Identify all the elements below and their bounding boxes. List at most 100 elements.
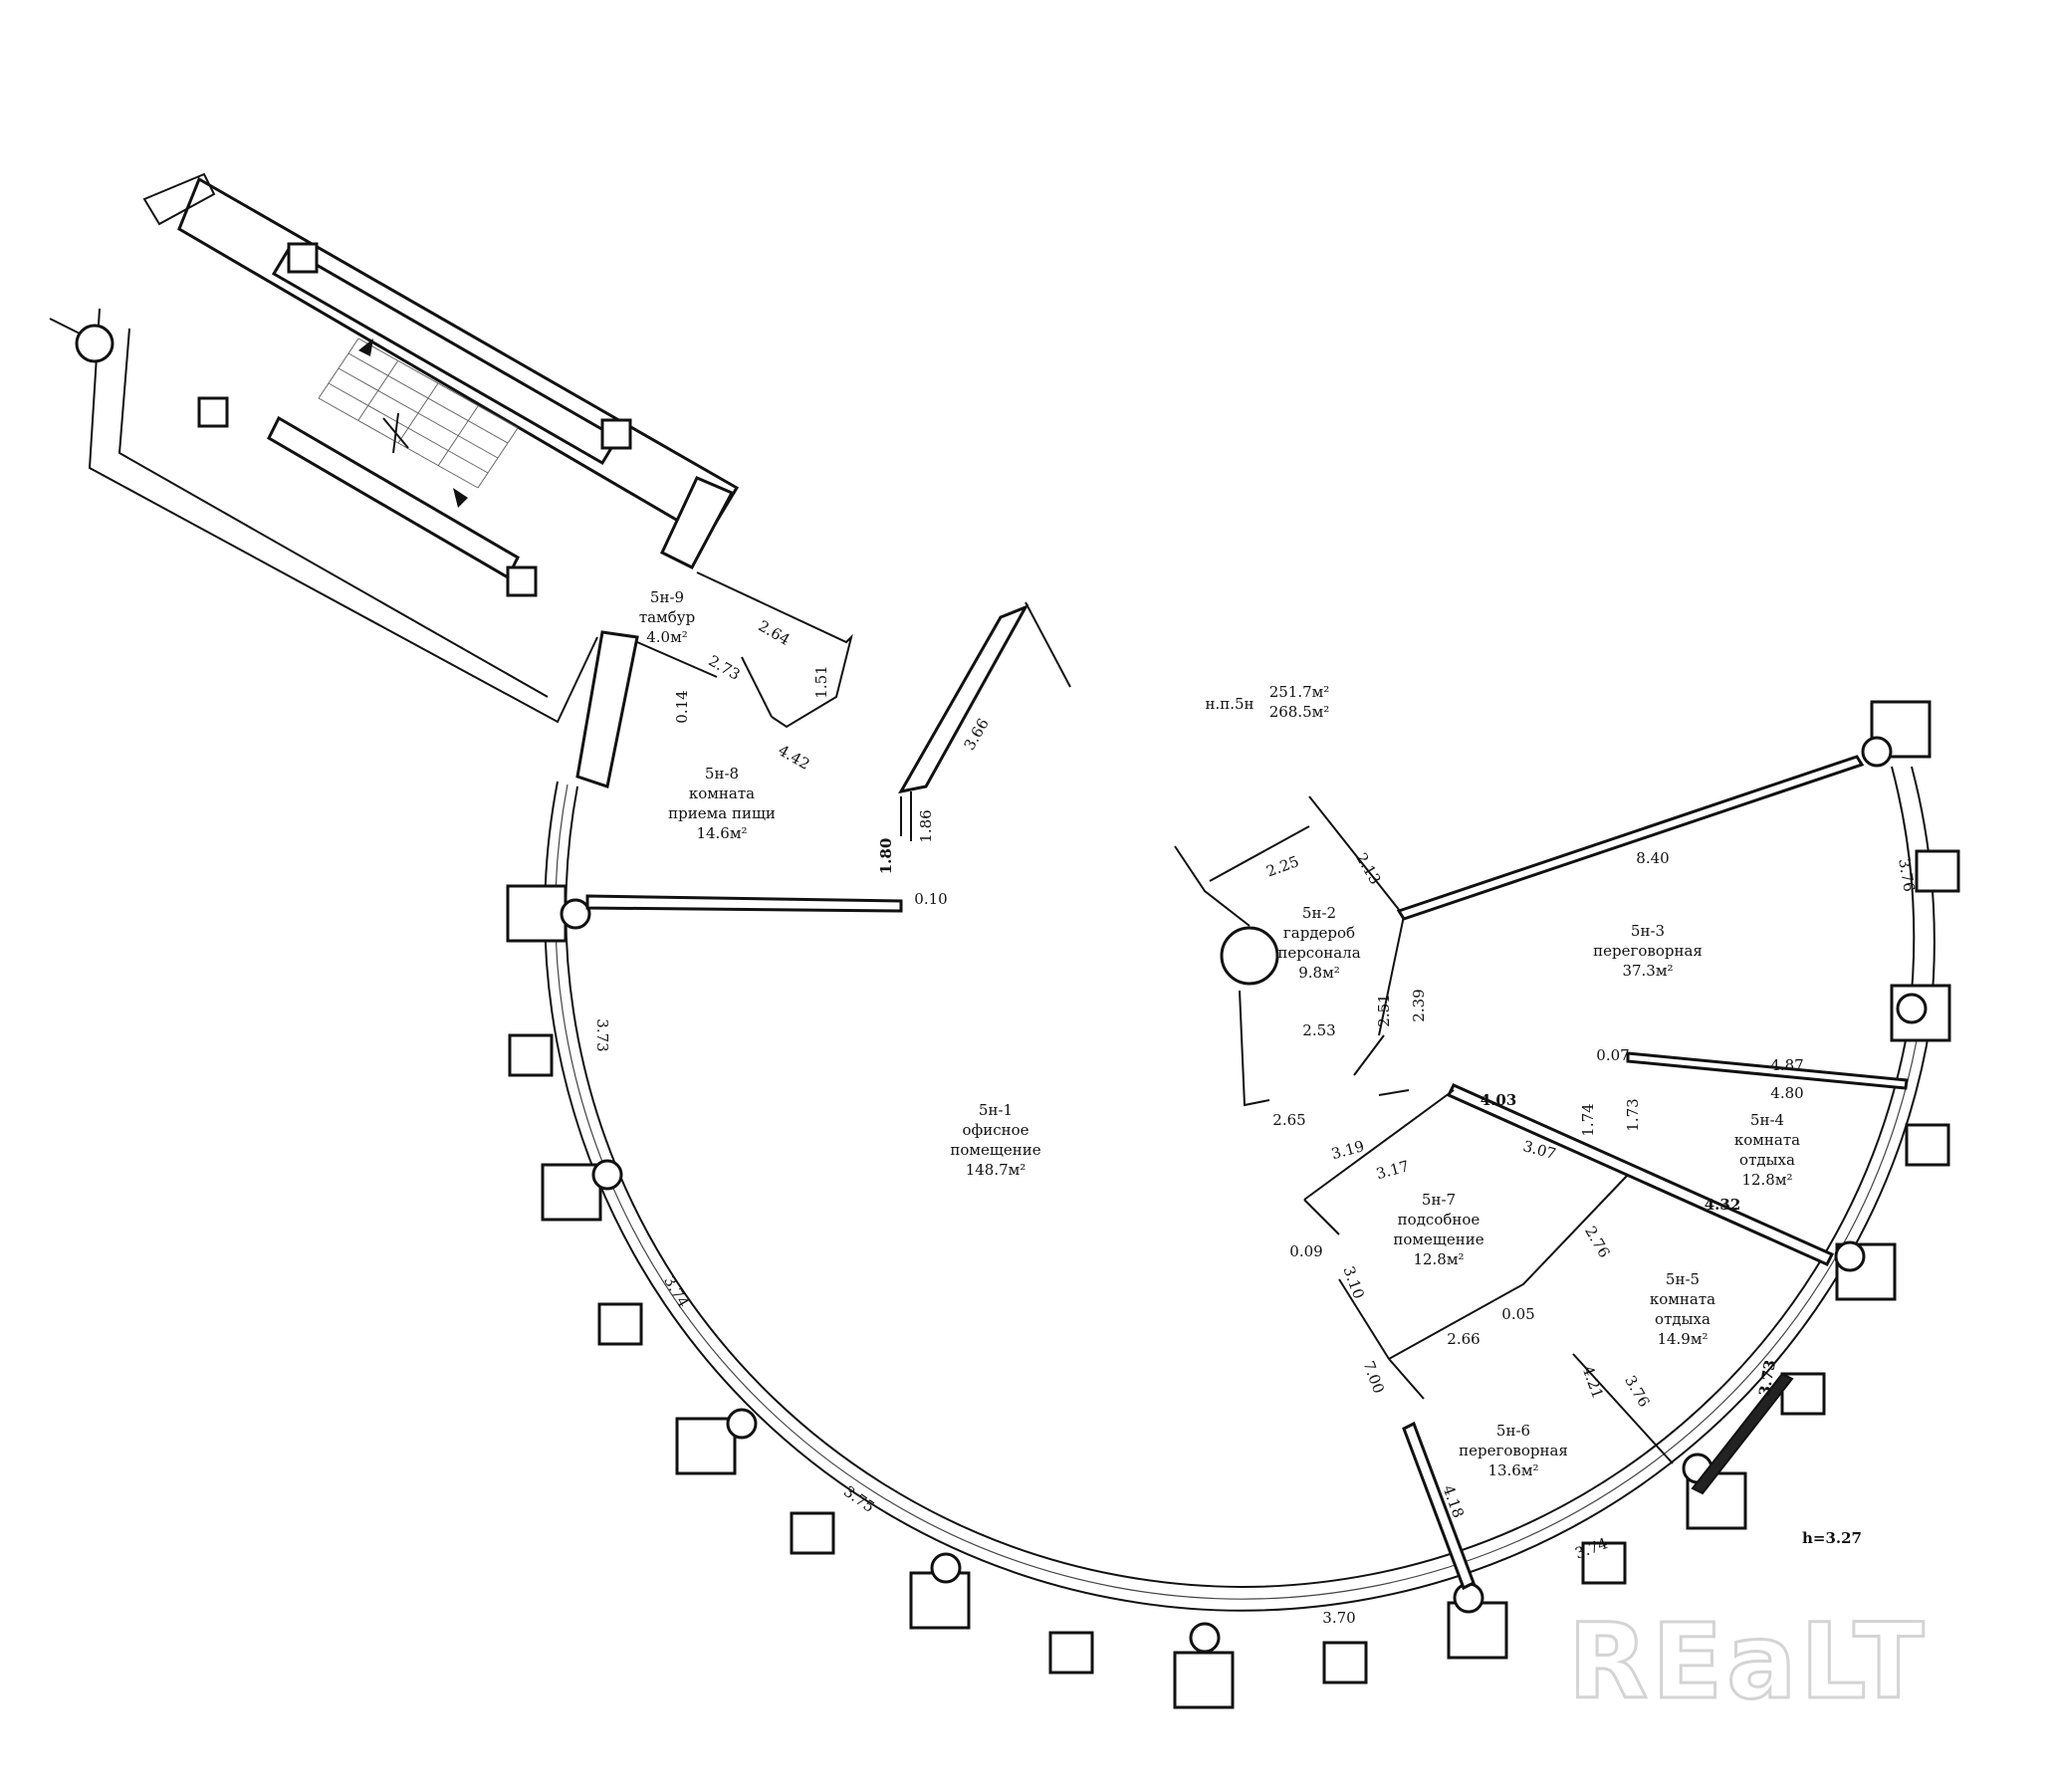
- watermark: REaLT: [1568, 1601, 1928, 1722]
- dimension-label: 3.70: [1322, 1609, 1355, 1627]
- svg-text:персонала: персонала: [1277, 944, 1360, 962]
- svg-text:14.9м²: 14.9м²: [1657, 1330, 1708, 1348]
- svg-text:5н-8: 5н-8: [705, 765, 739, 783]
- svg-text:148.7м²: 148.7м²: [966, 1161, 1026, 1179]
- dimension-label: 2.53: [1302, 1021, 1335, 1039]
- svg-text:251.7м²: 251.7м²: [1269, 683, 1330, 701]
- column-round: [726, 1408, 758, 1440]
- dimension-label: 0.07: [1596, 1046, 1629, 1064]
- facade-pier: [1581, 1541, 1627, 1585]
- svg-text:переговорная: переговорная: [1593, 942, 1703, 960]
- svg-text:н.п.5н: н.п.5н: [1205, 695, 1253, 713]
- dimension-label: 2.73: [706, 652, 744, 684]
- column-round: [1453, 1582, 1484, 1614]
- facade-pier: [1905, 1123, 1950, 1167]
- dimension-label: 2.39: [1410, 989, 1428, 1021]
- svg-text:отдыха: отдыха: [1739, 1151, 1795, 1169]
- column-round: [591, 1159, 623, 1191]
- svg-text:5н-9: 5н-9: [650, 588, 684, 606]
- facade-columns: [506, 700, 1960, 1709]
- column-round: [560, 898, 591, 930]
- dimension-label: 3.10: [1340, 1264, 1368, 1302]
- dimension-label: 1.51: [812, 665, 830, 698]
- svg-text:4.0м²: 4.0м²: [646, 628, 688, 646]
- svg-text:5н-5: 5н-5: [1666, 1270, 1700, 1288]
- svg-text:гардероб: гардероб: [1283, 924, 1355, 942]
- dimension-label: 3.76: [1621, 1373, 1653, 1411]
- room-5n-3: 5н-3 переговорная 37.3м²: [1593, 922, 1703, 980]
- wall-pillar: [506, 565, 538, 597]
- dimension-label: 4.03: [1481, 1091, 1517, 1109]
- facade-pier: [506, 884, 568, 943]
- dimension-label: 4.21: [1579, 1364, 1607, 1402]
- room-5n-1: 5н-1 офисное помещение 148.7м²: [950, 1101, 1040, 1179]
- dimension-label: 1.80: [877, 838, 895, 875]
- svg-text:5н-7: 5н-7: [1422, 1191, 1456, 1209]
- room-5n-5: 5н-5 комната отдыха 14.9м²: [1650, 1270, 1715, 1348]
- ceiling-height: h=3.27: [1802, 1529, 1862, 1547]
- stair-arrow-icon: [358, 338, 373, 356]
- dimension-label: 4.80: [1770, 1084, 1803, 1102]
- svg-text:помещение: помещение: [950, 1141, 1040, 1159]
- area-summary: н.п.5н 251.7м² 268.5м²: [1205, 683, 1329, 721]
- svg-text:комната: комната: [689, 784, 755, 802]
- svg-text:5н-1: 5н-1: [979, 1101, 1013, 1119]
- room-5n-8: 5н-8 комната приема пищи 14.6м²: [668, 765, 776, 842]
- svg-text:9.8м²: 9.8м²: [1298, 964, 1340, 982]
- stair-steps: [318, 337, 519, 489]
- dimension-label: 3.73: [593, 1018, 611, 1051]
- facade-pier: [1915, 849, 1960, 893]
- dimension-label: 0.14: [673, 690, 691, 723]
- dimension-label: 1.74: [1579, 1103, 1597, 1136]
- facade-pier: [1870, 700, 1932, 759]
- facade-pier: [675, 1417, 737, 1475]
- dimension-label: 1.73: [1624, 1098, 1642, 1131]
- dimension-label: 0.10: [914, 890, 947, 908]
- dimension-label: 4.87: [1770, 1056, 1803, 1074]
- curved-facade: [544, 766, 1936, 1612]
- facade-pier: [790, 1511, 835, 1555]
- dimension-label: 2.25: [1264, 852, 1302, 880]
- dimension-label: 2.66: [1447, 1330, 1480, 1348]
- svg-text:12.8м²: 12.8м²: [1413, 1250, 1464, 1268]
- facade-pier: [541, 1163, 602, 1222]
- column-round: [930, 1552, 962, 1584]
- stairwell: [49, 172, 740, 724]
- svg-text:5н-6: 5н-6: [1496, 1422, 1530, 1440]
- svg-text:отдыха: отдыха: [1655, 1310, 1710, 1328]
- svg-text:5н-4: 5н-4: [1750, 1111, 1784, 1129]
- dimension-label: 3.17: [1374, 1157, 1411, 1183]
- column-round: [1896, 993, 1928, 1024]
- facade-pier: [508, 1033, 554, 1077]
- dimension-label: 0.09: [1289, 1242, 1322, 1260]
- column-round: [1834, 1240, 1866, 1272]
- dimension-label: 0.05: [1501, 1305, 1534, 1323]
- column-round: [1189, 1622, 1221, 1654]
- facade-pier: [1447, 1601, 1508, 1660]
- dimension-label: 4.32: [1705, 1196, 1741, 1214]
- svg-text:12.8м²: 12.8м²: [1741, 1171, 1792, 1189]
- room-5n-6: 5н-6 переговорная 13.6м²: [1459, 1422, 1568, 1479]
- facade-pier: [1322, 1641, 1368, 1684]
- svg-text:подсобное: подсобное: [1398, 1211, 1481, 1229]
- dimension-label: 3.76: [1895, 857, 1919, 893]
- svg-text:комната: комната: [1650, 1290, 1715, 1308]
- room-5n-7: 5н-7 подсобное помещение 12.8м²: [1393, 1191, 1483, 1268]
- column-round: [1220, 926, 1279, 986]
- svg-text:офисное: офисное: [962, 1121, 1028, 1139]
- svg-text:5н-2: 5н-2: [1302, 904, 1336, 922]
- facade-pier: [1173, 1651, 1235, 1709]
- dimension-label: 2.51: [1375, 994, 1393, 1026]
- dimension-label: 4.42: [776, 742, 813, 774]
- svg-text:тамбур: тамбур: [639, 608, 695, 626]
- interior-partitions: [585, 755, 1909, 1591]
- dimension-label: 2.65: [1272, 1111, 1305, 1129]
- svg-text:комната: комната: [1734, 1131, 1800, 1149]
- wall-pillar: [287, 242, 319, 274]
- facade-pier: [1048, 1631, 1094, 1675]
- room-5n-2: 5н-2 гардероб персонала 9.8м²: [1277, 904, 1360, 982]
- upper-partitions: [575, 476, 1071, 841]
- wall-pillar: [197, 396, 229, 428]
- dimension-label: 2.76: [1581, 1224, 1613, 1261]
